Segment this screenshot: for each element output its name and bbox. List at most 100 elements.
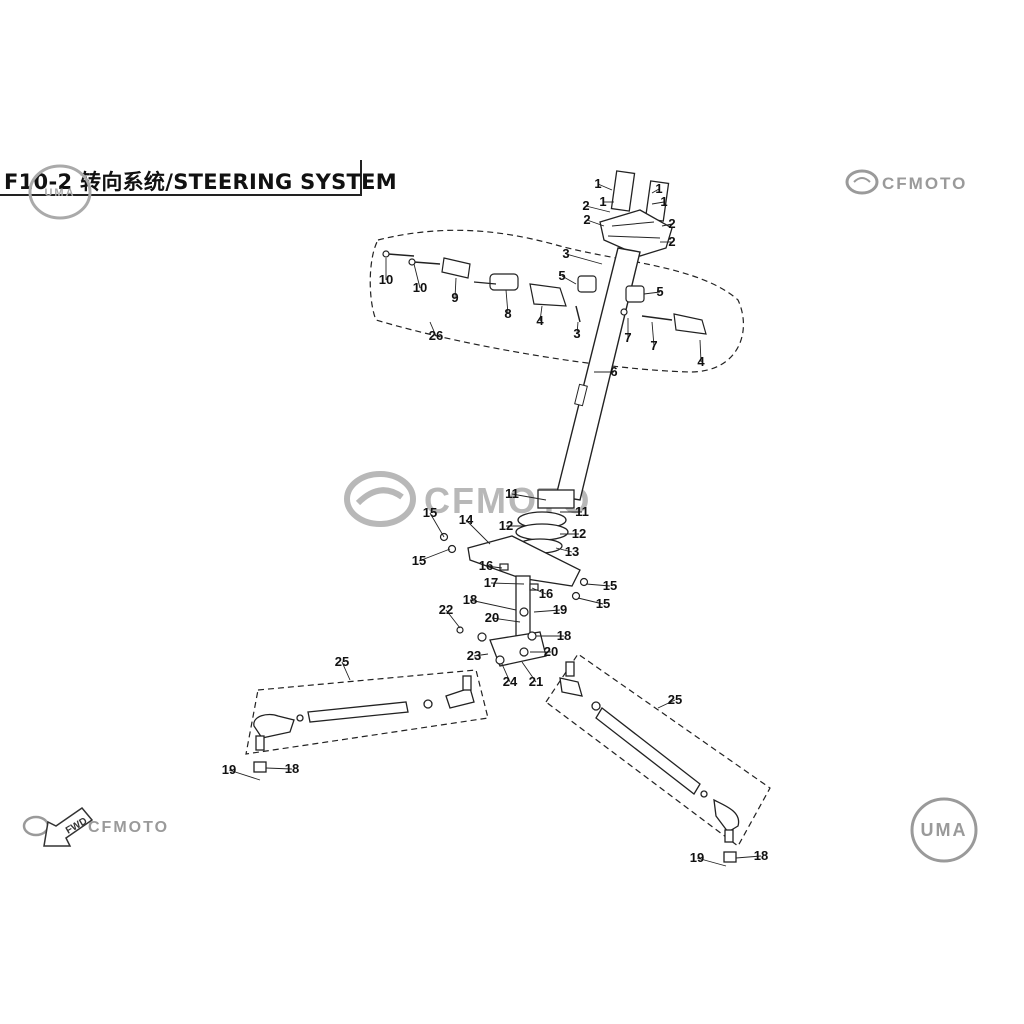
leader-line <box>265 767 293 770</box>
callout-number: 10 <box>413 280 427 295</box>
callout-number: 10 <box>379 272 393 287</box>
callout-number: 24 <box>503 674 518 689</box>
callout-2: 2 <box>583 212 605 227</box>
right-tie-rod <box>559 661 740 863</box>
callout-11: 11 <box>560 504 589 519</box>
leader-line <box>565 253 603 265</box>
callout-number: 1 <box>655 181 662 196</box>
callout-number: 18 <box>557 628 571 643</box>
group-outline-25-right <box>545 653 771 847</box>
leader-line <box>696 857 727 867</box>
cfmoto-fwd-logo: FWD CFMOTO <box>22 806 169 847</box>
leader-line <box>657 699 676 709</box>
callout-5: 5 <box>558 268 577 285</box>
leader-line <box>539 305 543 322</box>
upper-bracket-parts <box>382 250 707 335</box>
leader-line <box>576 321 579 335</box>
callout-number: 20 <box>544 644 558 659</box>
callout-15: 15 <box>423 505 445 538</box>
callout-number: 4 <box>536 313 544 328</box>
callout-16: 16 <box>479 558 503 573</box>
leader-line <box>465 519 491 545</box>
callout-10: 10 <box>379 258 393 287</box>
callout-number: 2 <box>668 234 675 249</box>
leader-line <box>490 582 525 585</box>
callout-16: 16 <box>531 586 553 601</box>
callout-number: 17 <box>484 575 498 590</box>
callout-20: 20 <box>530 644 558 659</box>
callout-7: 7 <box>650 321 658 353</box>
svg-text:CFMOTO: CFMOTO <box>88 819 169 836</box>
callout-21: 21 <box>521 661 543 689</box>
leader-line <box>643 291 661 295</box>
callout-2: 2 <box>660 234 676 249</box>
callout-number: 3 <box>562 246 569 261</box>
callout-number: 12 <box>572 526 586 541</box>
callout-18: 18 <box>265 761 299 776</box>
callout-number: 22 <box>439 602 453 617</box>
callout-25: 25 <box>657 692 682 709</box>
callout-8: 8 <box>504 289 512 321</box>
callout-19: 19 <box>222 762 261 781</box>
callout-number: 20 <box>485 610 499 625</box>
callout-13: 13 <box>555 544 579 559</box>
leader-line <box>469 599 517 611</box>
leader-line <box>485 565 503 569</box>
callout-23: 23 <box>467 648 489 663</box>
callout-number: 2 <box>583 212 590 227</box>
leader-line <box>735 855 762 859</box>
callout-4: 4 <box>536 305 544 328</box>
callout-number: 16 <box>539 586 553 601</box>
leader-line <box>445 609 461 629</box>
callout-number: 7 <box>650 338 657 353</box>
callout-number: 11 <box>505 486 519 501</box>
leader-line <box>341 661 351 681</box>
callout-15: 15 <box>577 596 610 611</box>
callout-5: 5 <box>643 284 664 299</box>
leader-line <box>511 493 547 501</box>
svg-text:CFMOTO: CFMOTO <box>882 174 967 193</box>
callout-19: 19 <box>533 602 567 617</box>
page-title: F10-2 转向系统/STEERING SYSTEM <box>4 166 397 196</box>
callout-number: 15 <box>603 578 617 593</box>
callout-1: 1 <box>651 194 668 209</box>
callout-19: 19 <box>690 850 727 867</box>
leader-line <box>531 587 547 595</box>
callout-number: 3 <box>573 326 580 341</box>
leader-line <box>501 663 511 683</box>
group-outline-25-left <box>245 669 489 755</box>
leader-line <box>555 547 573 553</box>
callout-number: 2 <box>668 216 675 231</box>
callout-number: 18 <box>285 761 299 776</box>
callout-number: 5 <box>656 284 663 299</box>
left-tie-rod <box>253 675 475 773</box>
callout-number: 19 <box>690 850 704 865</box>
callout-number: 25 <box>668 692 682 707</box>
callout-number: 2 <box>582 198 589 213</box>
callout-22: 22 <box>439 602 461 629</box>
callout-3: 3 <box>562 246 603 265</box>
leader-line <box>521 661 537 683</box>
leader-line <box>651 321 655 347</box>
callout-number: 1 <box>594 176 601 191</box>
callout-number: 16 <box>479 558 493 573</box>
callout-18: 18 <box>463 592 517 611</box>
callout-9: 9 <box>451 277 459 305</box>
leader-line <box>505 289 509 315</box>
callout-number: 25 <box>335 654 349 669</box>
callout-number: 12 <box>499 518 513 533</box>
callout-number: 1 <box>599 194 606 209</box>
callout-14: 14 <box>459 512 491 545</box>
uma-logo-bottom-right: UMA <box>910 797 978 863</box>
leader-line <box>561 275 577 285</box>
svg-text:UMA: UMA <box>44 187 75 199</box>
callout-number: 1 <box>660 194 667 209</box>
leader-line <box>228 769 261 781</box>
callout-25: 25 <box>335 654 351 681</box>
callout-number: 8 <box>504 306 511 321</box>
cfmoto-logo-top-right: CFMOTO <box>845 169 967 195</box>
svg-text:UMA: UMA <box>921 820 968 840</box>
callout-7: 7 <box>624 318 632 345</box>
